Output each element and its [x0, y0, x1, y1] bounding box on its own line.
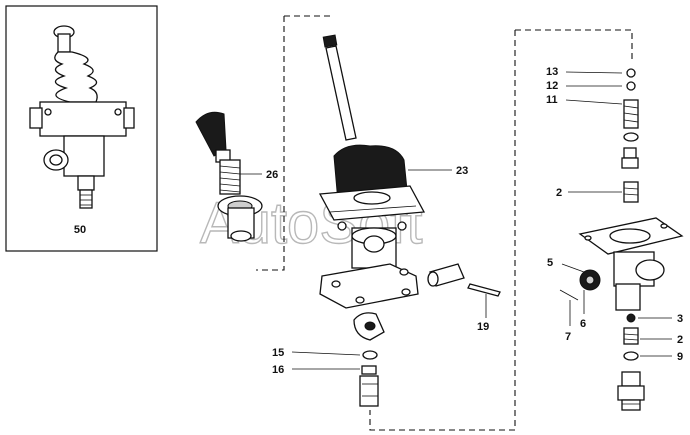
callout-5: 5 [547, 257, 553, 269]
dashed-guide-right-top [515, 29, 633, 60]
washer-12 [626, 81, 636, 91]
spring-11 [623, 99, 639, 129]
pivot-pin [427, 263, 465, 287]
callout-3: 3 [677, 313, 683, 325]
callout-12: 12 [546, 80, 558, 92]
ball-3 [626, 313, 636, 323]
dashed-guide-right [369, 30, 516, 431]
callout-19: 19 [477, 321, 489, 333]
callout-15: 15 [272, 347, 284, 359]
washer-13 [626, 68, 636, 78]
callout-9: 9 [677, 351, 683, 363]
o-ring-15 [362, 350, 378, 360]
callout-6: 6 [580, 318, 586, 330]
lower-valve-housing [578, 217, 684, 311]
valve-insert [621, 147, 639, 169]
o-ring-upper [623, 132, 639, 142]
callout-2-lower: 2 [677, 334, 683, 346]
knob-assembly-26 [195, 111, 263, 242]
o-ring-9 [623, 351, 639, 361]
shaft-19 [467, 283, 501, 297]
callout-23: 23 [456, 165, 468, 177]
callout-16: 16 [272, 364, 284, 376]
callout-13: 13 [546, 66, 558, 78]
outlet-fitting [617, 371, 645, 411]
assembled-valve-drawing [29, 25, 135, 209]
dashed-guide-left [256, 16, 285, 271]
callout-50: 50 [74, 224, 86, 236]
lever-rod [322, 34, 357, 141]
callout-2-upper: 2 [556, 187, 562, 199]
callout-26: 26 [266, 169, 278, 181]
spring-2-lower [623, 327, 639, 345]
spring-2-upper [623, 181, 639, 203]
callout-7: 7 [565, 331, 571, 343]
plunger-16 [359, 365, 379, 407]
valve-housing-base [319, 227, 419, 309]
assembly-inset: 50 [5, 5, 158, 252]
nut-6 [579, 269, 601, 291]
callout-11: 11 [546, 94, 558, 106]
rubber-boot-23 [318, 144, 426, 231]
cam-part [353, 312, 385, 341]
spring-26 [219, 159, 241, 195]
pin-7 [559, 289, 579, 301]
